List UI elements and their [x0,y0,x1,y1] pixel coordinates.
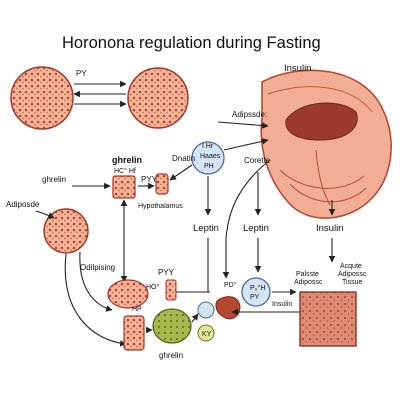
label-insulin-low: Insulin [272,301,292,308]
intestinal-cell-icon [152,308,192,344]
arrow-gut-to-node [191,313,199,323]
label-leptin-2: Leptin [243,223,269,234]
arrow-hypo-to-ghrelin [169,164,193,181]
adipocyte-cluster-icon [127,67,189,129]
arrow-adiposde-to-cell [35,210,55,219]
arrow-hypo-to-organ [223,138,269,151]
label-hh-1: I Hr [202,143,214,150]
label-adipossc-2: Adipossc [338,271,367,278]
pituitary-gland-icon [241,277,271,307]
label-adiposde: Adiposde [6,200,40,209]
label-ghrelin-left: ghrelin [42,175,66,184]
label-adipossc: Adipossc [294,279,323,286]
label-pyy-mid: PYY [141,175,158,184]
label-hp: HP [132,306,142,313]
arrow-organ-loop [222,159,271,279]
label-hh-3: PH [204,163,214,170]
hp-cell-icon [123,315,145,351]
label-pyy-low: PYY [158,268,175,277]
label-ky: KY [202,331,212,338]
label-insulin-right: Insulin [316,223,343,234]
label-ho: HO° [146,283,160,291]
label-leptin-1: Leptin [193,223,219,234]
label-acqute: Acqute [340,263,362,270]
label-ghrelin-bold: ghrelin [112,155,142,165]
label-dnatin: Dnatin [172,154,195,163]
diagram-title: Horonona regulation during Fasting [62,34,321,52]
label-insulin-top: Insulin [284,63,311,74]
label-hc-hf: HC° Hf [114,167,136,175]
adipocyte-cluster-icon [10,66,74,130]
label-odilpising: Odilpising [80,263,115,272]
pyy-small-cell-icon [165,279,177,301]
ghrelin-cell-icon [112,175,136,199]
pancreas-node-icon [197,301,215,342]
arrow-adipssde-to-organ [217,121,269,129]
label-adipssde: Adipssde: [232,110,267,119]
label-hh-2: Haaes [200,153,221,160]
label-tissue: Tissue [342,279,362,286]
liver-small-icon [215,296,241,320]
hypothalamus-node-icon [191,141,225,175]
pyy-cell-icon [155,173,169,195]
label-corette: Corette [244,156,271,165]
label-py-top: PY [76,69,87,78]
adipose-cell-left-icon [43,208,89,254]
label-pyh-2: PY [250,294,260,301]
pyy-lower-cell-icon [107,279,149,309]
label-pd: PD° [224,281,237,289]
label-pyh-1: P₀°H [250,284,265,292]
adipose-tissue-icon [299,291,357,347]
arrow-loop-inner [79,251,113,312]
label-palsste: Palsste [296,271,319,278]
cell-exchange-arrows [73,80,127,108]
arrow-loop-outer [64,253,127,347]
label-ghrelin-bottom: ghrelin [159,351,183,360]
stomach-liver-icon [260,69,392,219]
label-hypothalamus: Hypothalamus [138,203,183,210]
